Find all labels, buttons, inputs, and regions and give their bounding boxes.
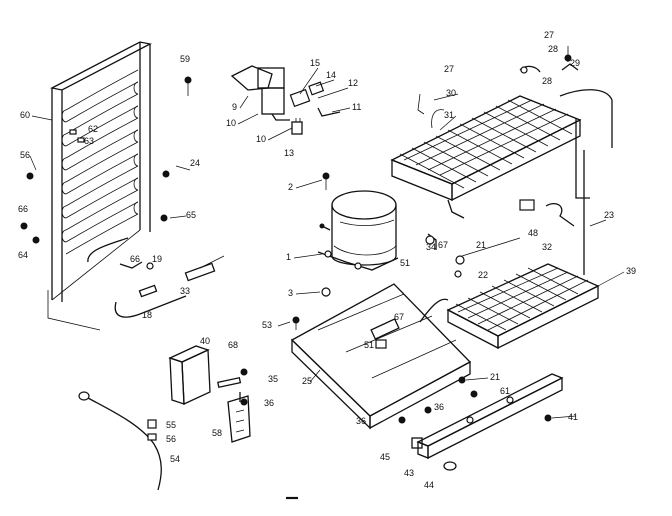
label-67b: 67 [394,312,404,322]
label-10a: 10 [226,118,236,128]
evaporator [390,89,613,275]
label-36c: 36 [356,416,366,426]
small-parts-center-left [114,261,216,318]
label-67a: 67 [438,240,448,250]
condenser-coil [47,41,152,331]
label-9: 9 [232,102,237,112]
label-35a: 35 [268,374,278,384]
label-66a: 66 [18,204,28,214]
part-labels: 59 9 10 10 13 15 14 12 11 60 62 63 56 24… [18,30,636,490]
label-29: 29 [570,58,580,68]
label-41: 41 [568,412,578,422]
label-68: 68 [228,340,238,350]
label-44: 44 [424,480,434,490]
label-51b: 51 [364,340,374,350]
label-2: 2 [288,182,293,192]
label-43: 43 [404,468,414,478]
label-18: 18 [142,310,152,320]
label-27b: 27 [544,30,554,40]
label-12: 12 [348,78,358,88]
drain-tray-heater [419,263,600,350]
support-rail [411,373,564,471]
label-36a: 36 [264,398,274,408]
label-62: 62 [88,124,98,134]
label-40: 40 [200,336,210,346]
label-3: 3 [288,288,293,298]
label-59: 59 [180,54,190,64]
screws [20,76,552,424]
label-61: 61 [500,386,510,396]
label-56b: 56 [166,434,176,444]
condenser-tubes [61,69,139,255]
label-48: 48 [528,228,538,238]
label-11: 11 [352,102,361,112]
label-36b: 36 [434,402,444,412]
label-39: 39 [626,266,636,276]
label-22: 22 [478,270,488,280]
label-63: 63 [84,136,94,146]
bracket-assembly [168,345,251,443]
label-45: 45 [380,452,390,462]
power-cord [78,391,162,491]
label-1: 1 [286,252,291,262]
label-28b: 28 [542,76,552,86]
label-33: 33 [180,286,190,296]
label-10b: 10 [256,134,266,144]
label-28a: 28 [548,44,558,54]
label-27a: 27 [444,64,454,74]
label-51a: 51 [400,258,410,268]
label-14: 14 [326,70,336,80]
label-66b: 66 [130,254,140,264]
label-65: 65 [186,210,196,220]
label-64: 64 [18,250,28,260]
label-56a: 56 [20,150,30,160]
label-13: 13 [284,148,294,158]
base-plate [290,283,472,430]
compressor [317,190,399,271]
label-25: 25 [302,376,312,386]
label-54: 54 [170,454,180,464]
label-24: 24 [190,158,200,168]
label-30: 30 [446,88,456,98]
relay-assembly [230,65,341,135]
label-53: 53 [262,320,272,330]
label-19: 19 [152,254,162,264]
label-15: 15 [310,58,320,68]
top-right-fittings [519,46,579,74]
label-60: 60 [20,110,30,120]
label-31: 31 [444,110,454,120]
label-55: 55 [166,420,176,430]
label-23: 23 [604,210,614,220]
label-21a: 21 [476,240,486,250]
label-32: 32 [542,242,552,252]
leader-lines [29,67,625,419]
sensor-parts [427,199,575,265]
label-21b: 21 [490,372,500,382]
label-58: 58 [212,428,222,438]
label-34: 34 [426,242,436,252]
